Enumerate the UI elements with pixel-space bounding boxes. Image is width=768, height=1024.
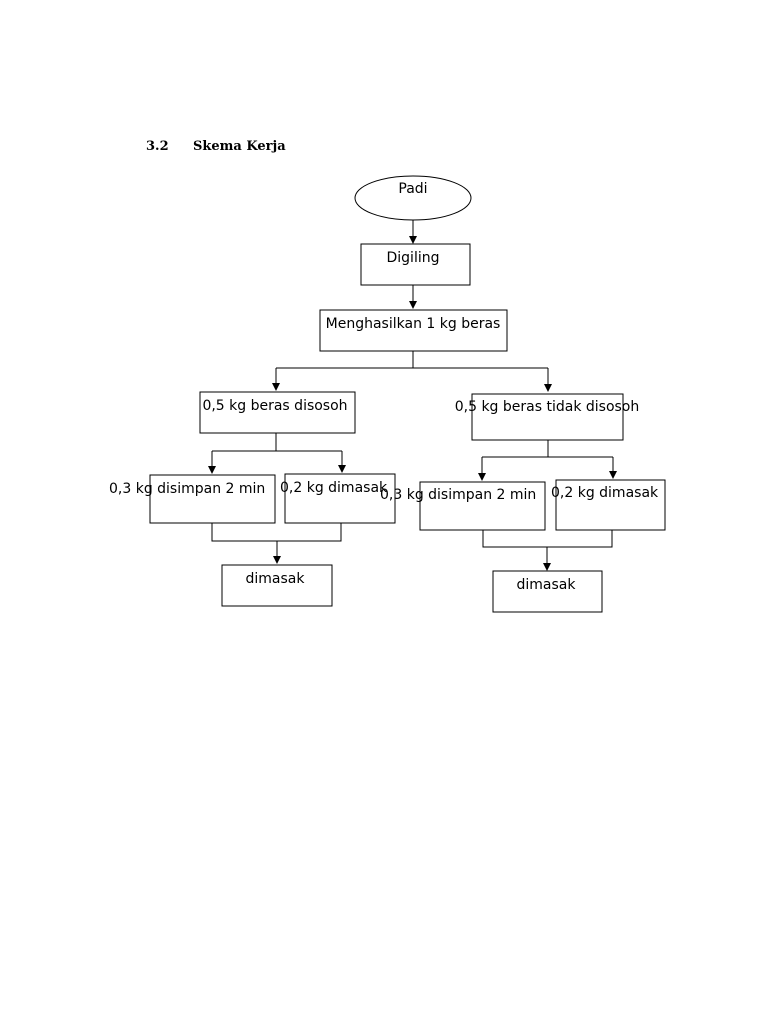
node-shape	[360, 243, 471, 286]
node-shape	[221, 564, 333, 607]
arrowhead	[272, 383, 280, 391]
node-label: Menghasilkan 1 kg beras	[326, 316, 501, 332]
node-shape	[555, 479, 666, 531]
node-tidak-disosoh: 0,5 kg beras tidak disosoh	[455, 393, 640, 441]
node-digiling: Digiling	[360, 243, 471, 286]
node-label: dimasak	[517, 577, 577, 593]
section-title: Skema Kerja	[193, 139, 286, 154]
arrowhead	[409, 236, 417, 244]
node-label: Digiling	[387, 250, 440, 266]
node-shape	[471, 393, 624, 441]
node-label: 0,3 kg disimpan 2 min	[380, 487, 536, 503]
arrowhead	[409, 301, 417, 309]
connector-right-merge	[482, 530, 613, 548]
node-label: 0,5 kg beras disosoh	[202, 398, 347, 414]
node-left-dimasak-02: 0,2 kg dimasak	[280, 473, 396, 524]
arrowhead	[338, 465, 346, 473]
connectors	[208, 220, 617, 571]
arrowhead	[478, 473, 486, 481]
node-right-simpan: 0,3 kg disimpan 2 min	[380, 481, 546, 531]
node-right-dimasak: dimasak	[492, 570, 603, 613]
node-disosoh: 0,5 kg beras disosoh	[199, 391, 356, 434]
node-shape	[319, 309, 508, 352]
arrowhead	[208, 466, 216, 474]
arrowhead	[609, 471, 617, 479]
arrowhead	[273, 556, 281, 564]
node-label: 0,3 kg disimpan 2 min	[109, 481, 265, 497]
node-label: 0,2 kg dimasak	[280, 480, 388, 496]
arrowhead	[543, 563, 551, 571]
arrowhead	[544, 384, 552, 392]
node-shape	[419, 481, 546, 531]
node-label: 0,5 kg beras tidak disosoh	[455, 399, 640, 415]
node-left-dimasak: dimasak	[221, 564, 333, 607]
node-label: Padi	[398, 181, 427, 197]
node-left-simpan: 0,3 kg disimpan 2 min	[109, 474, 276, 524]
connector-left-merge	[211, 523, 342, 542]
node-right-dimasak-02: 0,2 kg dimasak	[551, 479, 666, 531]
section-number: 3.2	[146, 139, 169, 154]
node-shape	[492, 570, 603, 613]
node-menghasilkan: Menghasilkan 1 kg beras	[319, 309, 508, 352]
node-shape	[149, 474, 276, 524]
node-shape	[284, 473, 396, 524]
node-label: dimasak	[246, 571, 306, 587]
node-padi: Padi	[354, 175, 472, 221]
node-shape	[199, 391, 356, 434]
node-label: 0,2 kg dimasak	[551, 485, 659, 501]
node-shape	[354, 175, 472, 221]
